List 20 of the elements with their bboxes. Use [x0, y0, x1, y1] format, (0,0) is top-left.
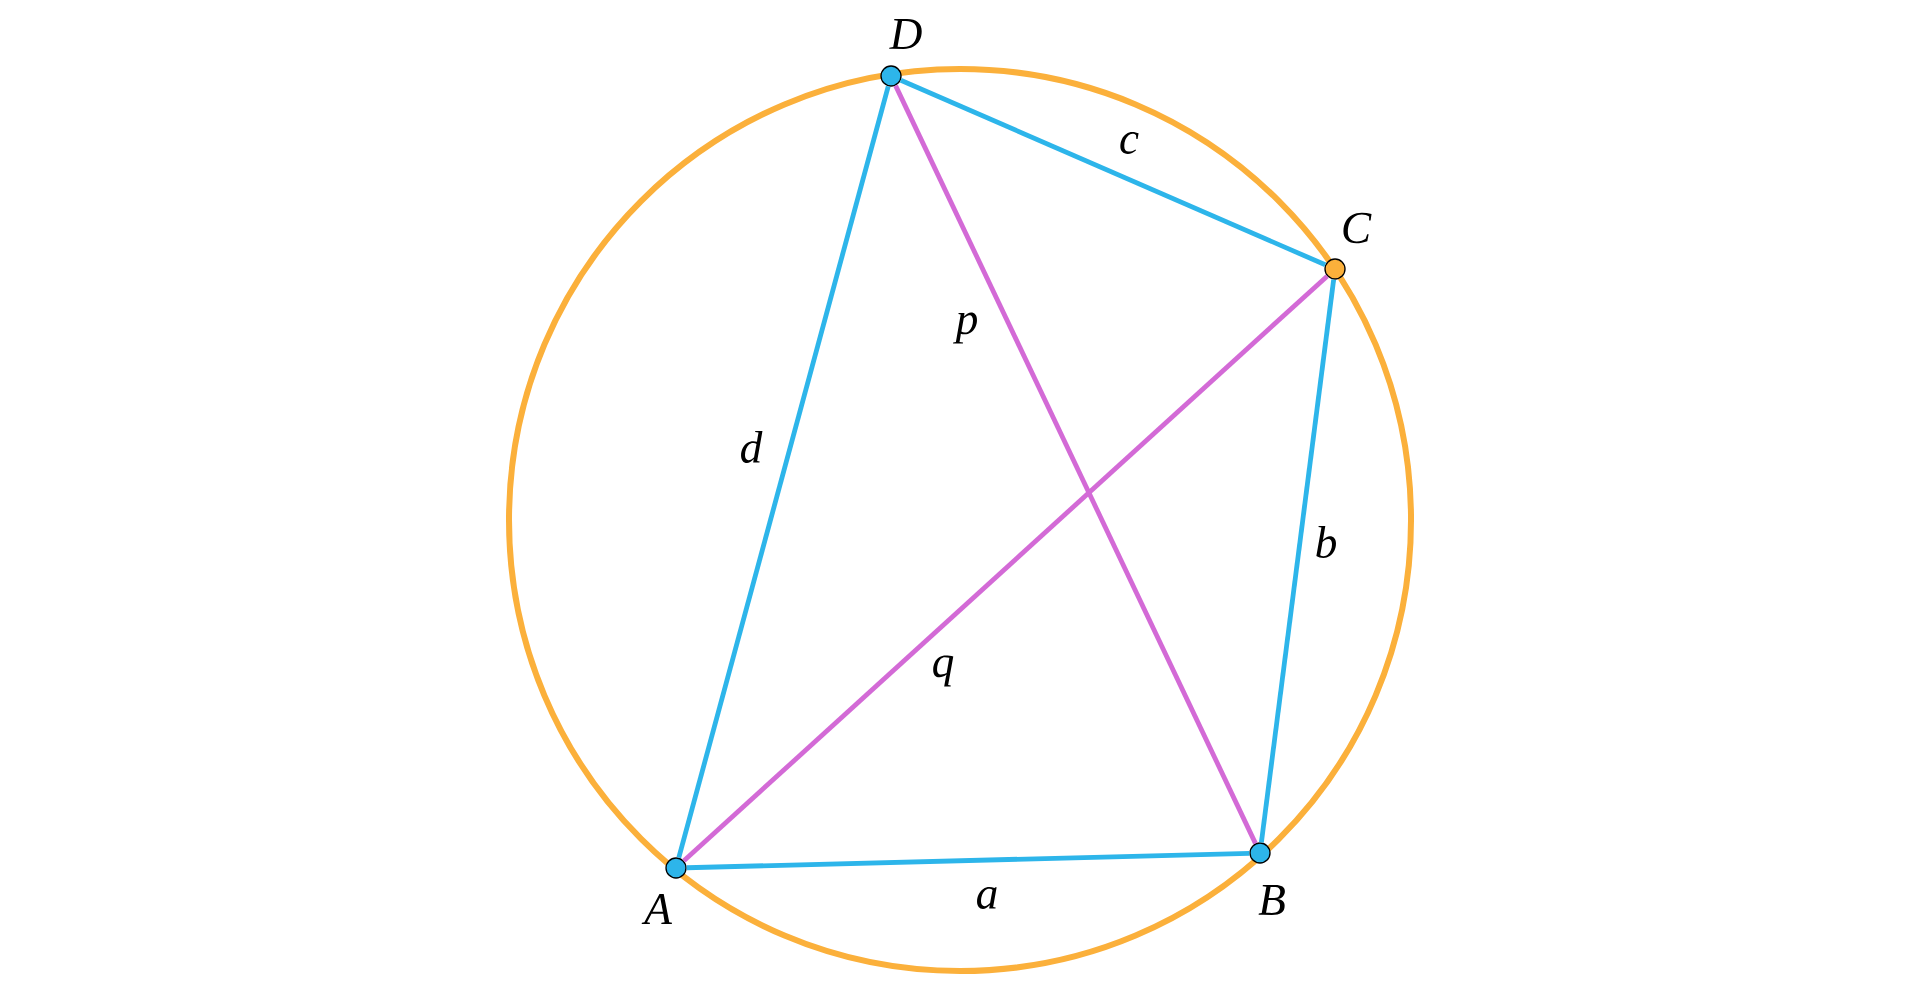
point-label: D: [889, 19, 922, 49]
edge-label: p: [953, 312, 977, 344]
segment: [893, 84, 1258, 845]
point: [665, 857, 687, 879]
edge-label: d: [741, 431, 763, 463]
segment: [686, 850, 1250, 871]
segment: [676, 85, 891, 859]
edge-label: b: [1316, 526, 1336, 558]
segment: [682, 274, 1329, 863]
segment: [899, 78, 1327, 267]
edge-label: c: [1120, 132, 1139, 154]
edge-label: a: [977, 887, 997, 909]
point-label: B: [1258, 885, 1285, 915]
segment: [1259, 279, 1337, 843]
point: [880, 65, 902, 87]
point-label: A: [641, 894, 672, 924]
edge-label: q: [933, 655, 954, 687]
point: [1249, 842, 1271, 864]
point-label: C: [1343, 212, 1372, 244]
point: [1324, 258, 1346, 280]
